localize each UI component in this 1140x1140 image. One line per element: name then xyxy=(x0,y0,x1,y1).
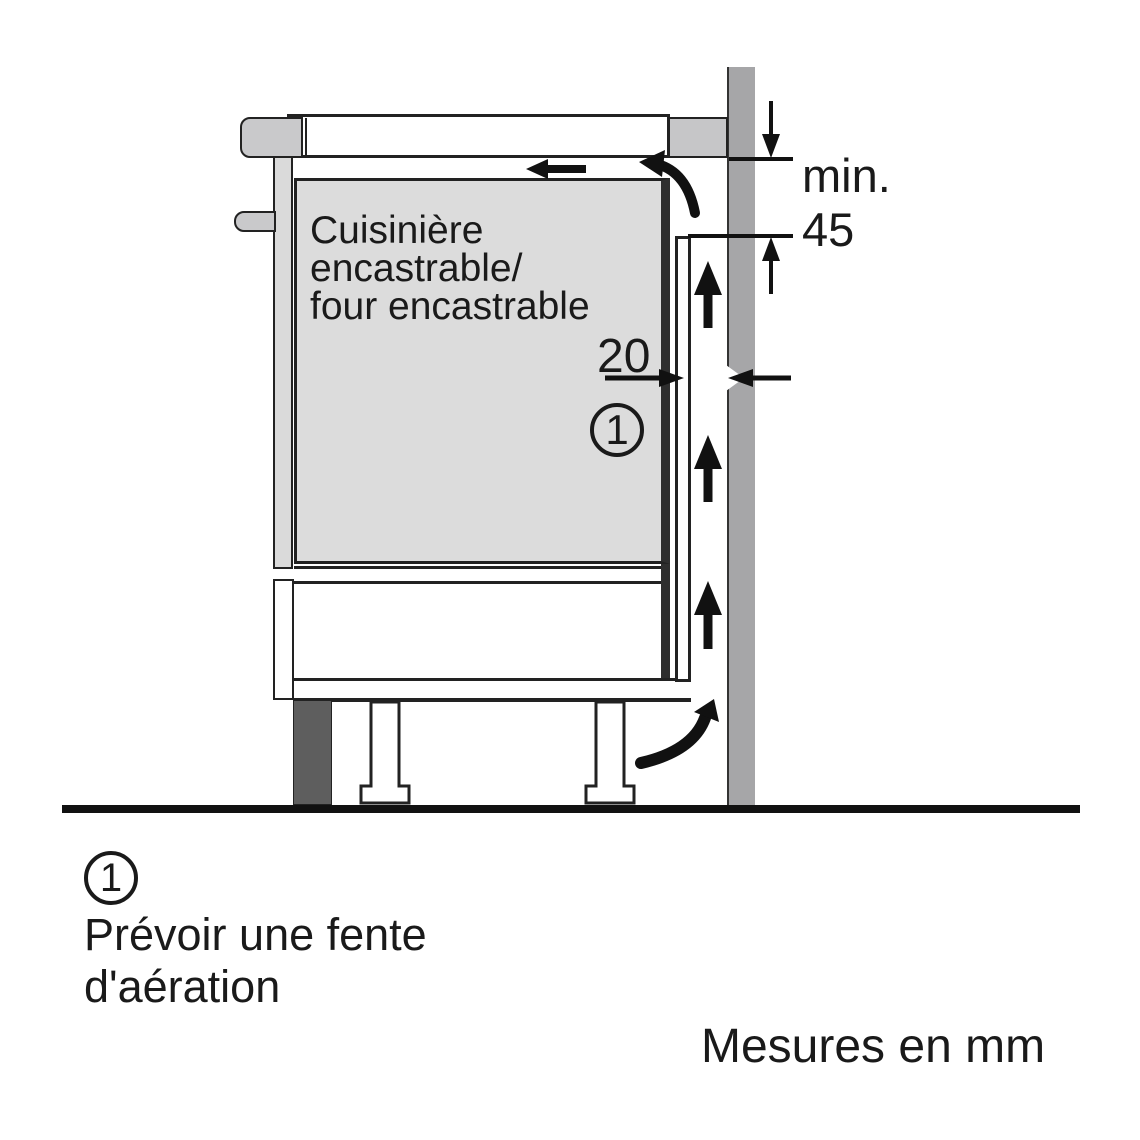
drawer-front-panel xyxy=(273,579,294,700)
cabinet-base-rail xyxy=(294,678,691,702)
clearance-min-label: min. xyxy=(802,149,891,202)
plinth-panel xyxy=(293,700,332,805)
airflow-front-arrow-icon xyxy=(526,159,586,179)
legend-note-line2: d'aération xyxy=(84,961,281,1012)
hob-divider-line xyxy=(305,118,307,157)
wall-section xyxy=(727,67,755,806)
appliance-label-line1: Cuisinière xyxy=(310,209,484,252)
cabinet-back-panel xyxy=(675,236,691,682)
oven-door-panel xyxy=(273,156,293,569)
cabinet-side-edge xyxy=(661,564,670,678)
appliance-label-line2: encastrable/ xyxy=(310,247,523,290)
legend-callout-number: 1 xyxy=(99,855,123,900)
oven-door-handle xyxy=(234,211,276,232)
floor-line xyxy=(62,805,1080,813)
gap-dimension-value: 20 xyxy=(597,330,651,383)
airflow-up-arrow-3-icon xyxy=(694,581,722,649)
oven-body xyxy=(294,178,670,564)
legend-note-line1: Prévoir une fente xyxy=(84,909,427,960)
appliance-label: Cuisinière encastrable/ four encastrable xyxy=(310,209,590,328)
cabinet-leg-rear xyxy=(584,700,636,805)
dimension-arrow-down-icon xyxy=(762,101,780,158)
legend-callout-badge: 1 xyxy=(84,851,138,905)
appliance-label-line3: four encastrable xyxy=(310,285,590,328)
cabinet-leg-front xyxy=(359,700,411,805)
cabinet-mid-rail xyxy=(294,566,670,584)
hob-front-trim xyxy=(240,117,303,158)
units-note: Mesures en mm xyxy=(701,1020,1046,1073)
worktop-cross-section xyxy=(287,114,670,158)
airflow-curved-arrow-bottom-icon xyxy=(635,699,719,769)
airflow-up-arrow-2-icon xyxy=(694,435,722,502)
callout-1-number: 1 xyxy=(605,406,629,453)
airflow-up-arrow-1-icon xyxy=(694,261,722,328)
dimension-arrow-up-icon xyxy=(762,237,780,294)
clearance-min-value: 45 xyxy=(802,203,855,256)
worktop-end-block xyxy=(668,117,728,158)
callout-1-badge: 1 xyxy=(590,403,644,457)
